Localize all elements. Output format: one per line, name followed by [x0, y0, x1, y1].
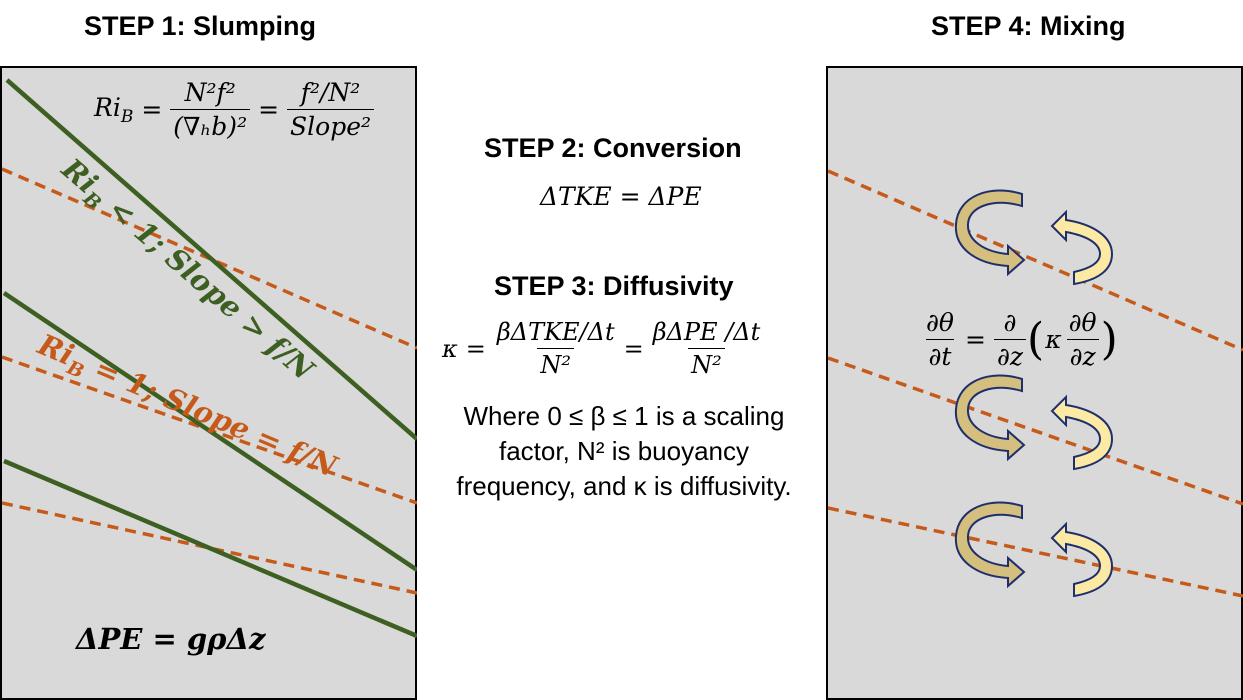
conversion-equation: ΔTKE = ΔPE [540, 182, 702, 211]
dtheta-dt: ∂θ ∂t [925, 308, 955, 371]
step2-title: STEP 2: Conversion [484, 133, 742, 163]
mixing-equation: ∂θ ∂t = ∂ ∂z ( κ ∂θ ∂z ) [921, 308, 1120, 371]
diffusivity-description: Where 0 ≤ β ≤ 1 is a scaling factor, N² … [426, 399, 822, 504]
potential-energy-equation: ΔPE = gρΔz [76, 622, 266, 656]
mixing-dashed-line-2 [828, 356, 1243, 506]
kappa-fraction-2: βΔPE /Δt N² [652, 318, 761, 379]
desc-line-3: frequency, and κ is diffusivity. [456, 471, 792, 501]
ri-fraction-2: f²/N² Slope² [287, 78, 375, 141]
diffusivity-equation: κ = βΔTKE/Δt N² = βΔPE /Δt N² [442, 318, 763, 379]
green-line-1 [5, 78, 417, 441]
slumping-panel: RiB < 1; Slope > f/N RiB = 1; Slope = f/… [0, 66, 417, 700]
kappa-fraction-1: βΔTKE/Δt N² [496, 318, 615, 379]
slumping-lines: RiB < 1; Slope > f/N RiB = 1; Slope = f/… [2, 78, 417, 639]
step4-title: STEP 4: Mixing [931, 11, 1126, 41]
desc-line-2: factor, N² is buoyancy [499, 436, 749, 466]
dtheta-dz: ∂θ ∂z [1066, 308, 1100, 371]
ri-lhs: RiB [94, 92, 134, 127]
green-line-3 [3, 458, 417, 639]
mixing-swirl-2-icon [954, 374, 1113, 470]
mixing-lines [828, 169, 1243, 598]
richardson-equation: RiB = N²f² (∇ₕb)² = f²/N² Slope² [94, 78, 375, 141]
mixing-dashed-line-1 [828, 169, 1243, 352]
step1-title: STEP 1: Slumping [84, 11, 317, 41]
d-dz: ∂ ∂z [993, 308, 1027, 371]
mixing-panel: ∂θ ∂t = ∂ ∂z ( κ ∂θ ∂z ) [826, 66, 1243, 700]
ri-fraction-1: N²f² (∇ₕb)² [170, 78, 251, 141]
green-line-2 [2, 291, 417, 572]
desc-line-1: Where 0 ≤ β ≤ 1 is a scaling [463, 401, 785, 431]
mixing-dashed-line-3 [828, 506, 1243, 598]
mixing-swirl-3-icon [954, 501, 1113, 597]
step3-title: STEP 3: Diffusivity [494, 271, 734, 301]
